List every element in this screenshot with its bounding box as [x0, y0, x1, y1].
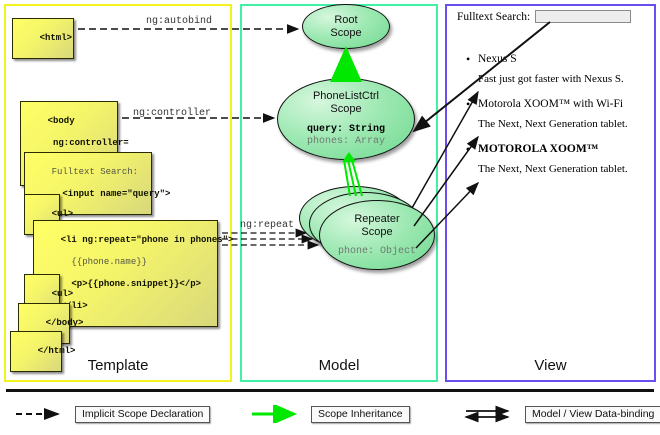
edge-label-ng-autobind: ng:autobind	[146, 16, 213, 27]
root-scope-title-l1: Root	[334, 13, 358, 26]
code-text-li-l3: <p>{{phone.snippet}}</p>	[60, 279, 202, 289]
repeater-scope-title: Repeater Scope	[354, 213, 399, 239]
phonelistctrl-scope-title-l2: Scope	[330, 103, 362, 115]
phonelistctrl-prop-query: query: String	[306, 124, 385, 135]
repeater-scope-title-l1: Repeater	[354, 212, 400, 225]
view-phone-name-0: Nexus S	[452, 52, 650, 67]
legend-dashed-arrow-icon	[16, 408, 60, 420]
view-phone-item-1: Motorola XOOM™ with Wi-Fi The Next, Next…	[452, 97, 650, 130]
code-text-li-l1: <li ng:repeat="phone in phones">	[60, 235, 234, 245]
column-label-view: View	[534, 357, 567, 374]
root-scope-title-l2: Scope	[330, 26, 362, 39]
code-text-ul-open: <ul>	[51, 209, 74, 219]
view-phone-snippet-2: The Next, Next Generation tablet.	[478, 163, 628, 175]
code-text-html-open: <html>	[39, 33, 73, 43]
legend-implicit-scope-declaration: Implicit Scope Declaration	[14, 405, 211, 423]
code-text-html-close: </html>	[37, 346, 76, 356]
phonelistctrl-scope-title: PhoneListCtrl Scope	[313, 90, 379, 116]
root-scope-title: Root Scope	[330, 14, 361, 40]
legend-data-binding: Model / View Data-binding	[464, 405, 660, 423]
legend-label-databinding: Model / View Data-binding	[525, 405, 660, 423]
code-text-fulltext-input: <input name="query">	[51, 189, 171, 199]
code-box-html-close: </html>	[10, 331, 75, 372]
code-text-ul-close: <ul>	[51, 289, 74, 299]
legend-green-arrow-icon	[252, 405, 297, 423]
column-label-model: Model	[318, 357, 360, 374]
phonelistctrl-prop-phones: phones: Array	[306, 136, 385, 147]
view-phone-snippet-1: The Next, Next Generation tablet.	[478, 118, 628, 130]
column-model: Model	[240, 4, 438, 382]
view-phone-name-2: MOTOROLA XOOM™	[452, 142, 650, 157]
code-text-body-l2: ng:controller=	[47, 138, 129, 148]
root-scope-ellipse: Root Scope	[302, 4, 390, 49]
legend-scope-inheritance: Scope Inheritance	[250, 405, 410, 423]
legend-double-arrow-icon	[464, 405, 510, 423]
phonelistctrl-scope-title-l1: PhoneListCtrl	[312, 90, 380, 102]
view-phone-name-1: Motorola XOOM™ with Wi-Fi	[452, 97, 650, 112]
view-search-row: Fulltext Search:	[452, 10, 650, 23]
column-label-template: Template	[87, 357, 149, 374]
phonelistctrl-scope-ellipse: PhoneListCtrl Scope query: String phones…	[277, 78, 415, 160]
view-phone-list: Nexus S Fast just got faster with Nexus …	[452, 52, 650, 175]
view-phone-item-0: Nexus S Fast just got faster with Nexus …	[452, 52, 650, 85]
code-text-fulltext-label: Fulltext Search:	[51, 167, 139, 177]
view-search-label: Fulltext Search:	[457, 10, 531, 23]
view-rendered-output: Fulltext Search: Nexus S Fast just got f…	[452, 10, 650, 175]
view-search-input[interactable]	[535, 10, 632, 23]
code-text-body-l1: <body	[47, 116, 75, 126]
legend-label-inheritance: Scope Inheritance	[311, 405, 410, 423]
edge-label-ng-repeat: ng:repeat	[240, 220, 295, 231]
code-text-li-l4: </li>	[60, 301, 88, 311]
legend-divider	[6, 389, 654, 392]
view-phone-snippet-0: Fast just got faster with Nexus S.	[478, 73, 624, 85]
code-text-li-l2: {{phone.name}}	[60, 257, 148, 267]
code-text-body-close: </body>	[45, 318, 84, 328]
repeater-prop-phone: phone: Object	[337, 245, 416, 257]
repeater-scope-title-l2: Scope	[361, 225, 393, 238]
legend-label-implicit: Implicit Scope Declaration	[75, 405, 211, 423]
view-phone-item-2: MOTOROLA XOOM™ The Next, Next Generation…	[452, 142, 650, 175]
code-box-html-open: <html>	[12, 18, 74, 59]
edge-label-ng-controller: ng:controller	[133, 108, 212, 119]
repeater-scope-ellipse: Repeater Scope phone: Object	[319, 200, 435, 270]
